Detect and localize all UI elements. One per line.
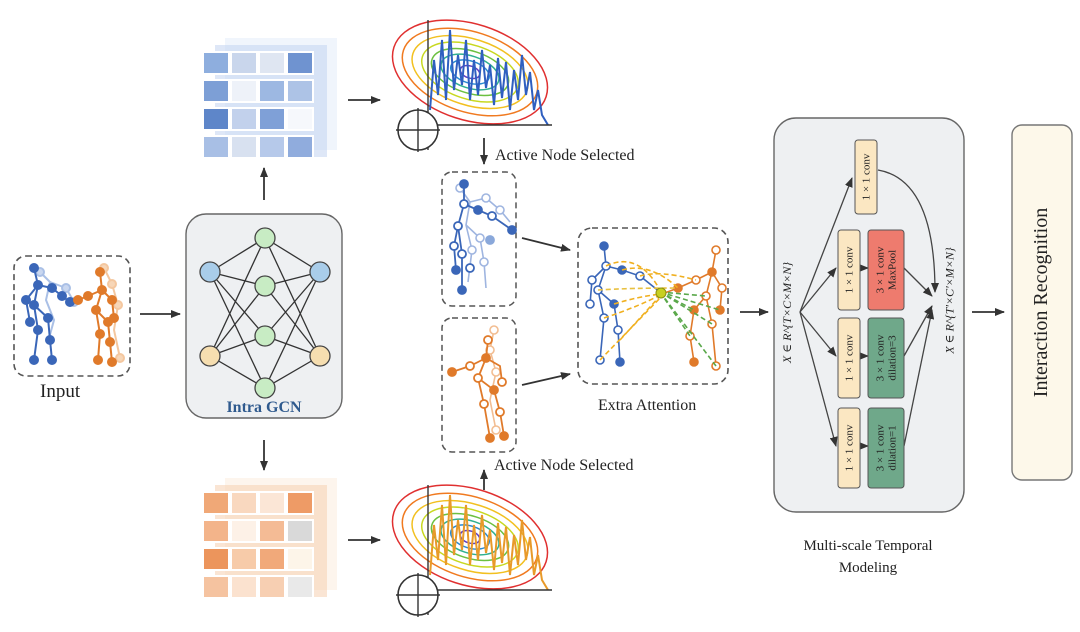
conv-top-box [854,139,878,215]
gcn-node [254,275,276,297]
gcn-node [199,261,221,283]
conv-top: 1 × 1 conv [855,140,877,214]
extra-attention-label: Extra Attention [598,397,697,414]
intra-gcn-box [185,213,343,419]
gcn-node [309,261,331,283]
gcn-node [254,377,276,399]
multiscale-label: Multi-scale Temporal Modeling [803,538,933,576]
active-node-label-bottom: Active Node Selected [494,457,634,474]
conv-green1: 3 × 1 conv dilation=3 [868,318,904,398]
gcn-node [309,345,331,367]
bottom-contour-plot [391,484,552,617]
conv-green1-box [867,317,905,399]
selected-orange-skeleton [441,317,517,453]
x-input-label: X ∈ R^{T×C×M×N} [780,261,795,363]
conv-b1-label: 1 × 1 conv [843,246,855,294]
multiscale-panel [773,117,965,513]
conv-red: 3 × 1 conv MaxPool [868,230,904,310]
conv-b1-box [837,229,861,311]
arrow-blue-extra [521,237,571,252]
extra-attention-box [577,227,729,385]
gcn-node [199,345,221,367]
conv-red-label: 3 × 1 conv MaxPool [874,246,898,294]
x-input-label-wrap: X ∈ R^{T×C×M×N} [774,261,802,363]
top-contour-plot [391,19,552,152]
blue-matrix-stack [202,38,337,159]
interaction-label-wrap: Interaction Recognition [1012,125,1072,480]
input-label: Input [40,381,81,402]
gcn-node [254,325,276,347]
conv-b2-box [837,317,861,399]
orange-matrix-stack [202,478,337,599]
conv-b1: 1 × 1 conv [838,230,860,310]
conv-b3-box [837,407,861,489]
conv-green2-box [867,407,905,489]
x-output-label-wrap: X ∈ R^{T'×C'×M×N} [936,246,964,354]
conv-green2-label: 3 × 1 conv dilation=1 [874,424,898,472]
conv-b3: 1 × 1 conv [838,408,860,488]
gcn-node [254,227,276,249]
interaction-box [1011,124,1073,481]
active-node-label-top: Active Node Selected [495,147,635,164]
intra-gcn-label: Intra GCN [226,399,302,416]
conv-b2: 1 × 1 conv [838,318,860,398]
x-output-label: X ∈ R^{T'×C'×M×N} [942,246,957,354]
selected-blue-skeleton [441,171,517,307]
conv-top-label: 1 × 1 conv [860,153,872,201]
conv-b2-label: 1 × 1 conv [843,334,855,382]
input-box [13,255,131,377]
arrow-orange-extra [521,372,571,386]
conv-red-box [867,229,905,311]
interaction-label: Interaction Recognition [1030,207,1053,398]
conv-green1-label: 3 × 1 conv dilation=3 [874,334,898,382]
conv-green2: 3 × 1 conv dilation=1 [868,408,904,488]
conv-b3-label: 1 × 1 conv [843,424,855,472]
